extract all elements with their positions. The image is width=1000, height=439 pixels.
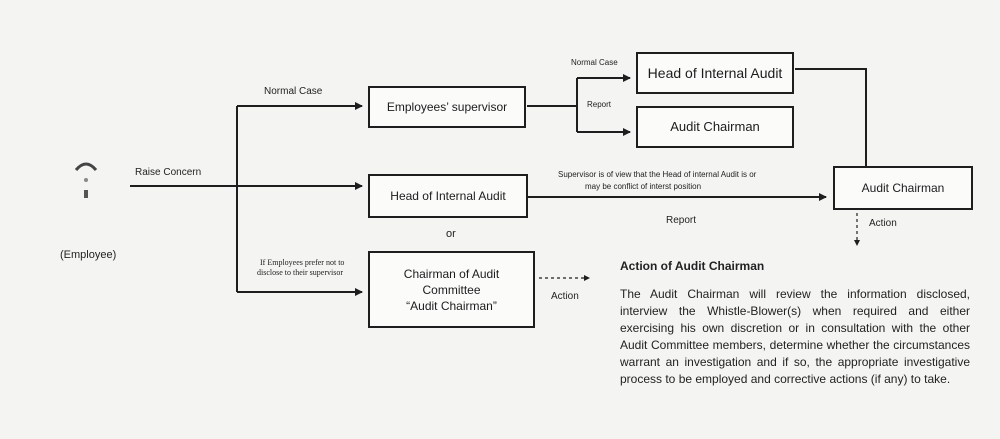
action-section-title: Action of Audit Chairman	[620, 259, 765, 273]
report-label: Report	[587, 100, 612, 109]
head-internal-audit-top-box: Head of Internal Audit	[636, 52, 794, 94]
chairman-line-2: Committee	[422, 282, 481, 297]
audit-chairman-right-text: Audit Chairman	[861, 181, 945, 195]
audit-chairman-top-text: Audit Chairman	[670, 119, 760, 134]
action-down-arrowhead	[854, 240, 860, 246]
prefer-not-line1: If Employees prefer not to	[260, 258, 345, 267]
or-label: or	[446, 228, 456, 240]
chairman-line-1: Chairman of Audit	[403, 266, 500, 281]
action-label-2: Action	[869, 218, 897, 229]
action-section-body: The Audit Chairman will review the infor…	[620, 287, 970, 386]
action-label: Action	[551, 291, 579, 302]
normal-case-label: Normal Case	[264, 86, 323, 97]
chairman-audit-committee-box: Chairman of Audit Committee “Audit Chair…	[368, 251, 535, 328]
report-label-2: Report	[666, 215, 697, 226]
audit-chairman-right-box: Audit Chairman	[833, 166, 973, 210]
head-internal-audit-mid-text: Head of Internal Audit	[390, 189, 506, 203]
employee-icon	[72, 158, 100, 211]
employees-supervisor-text: Employees’ supervisor	[386, 100, 508, 114]
conflict-note-line2: may be conflict of interst position	[585, 182, 702, 191]
prefer-not-line2: disclose to their supervisor	[257, 268, 343, 277]
head-ia-to-chairman	[795, 68, 867, 166]
employee-label: (Employee)	[60, 249, 117, 261]
normal-case-label-2: Normal Case	[571, 58, 618, 67]
chairman-line-3: “Audit Chairman”	[406, 298, 497, 313]
action-arrowhead	[584, 275, 590, 281]
head-internal-audit-mid-box: Head of Internal Audit	[368, 174, 528, 218]
raise-concern-label: Raise Concern	[135, 167, 202, 178]
employees-supervisor-box: Employees’ supervisor	[368, 86, 526, 128]
audit-chairman-top-box: Audit Chairman	[636, 106, 794, 148]
head-internal-audit-top-text: Head of Internal Audit	[647, 65, 783, 81]
conflict-note-line1: Supervisor is of view that the Head of i…	[558, 170, 757, 179]
